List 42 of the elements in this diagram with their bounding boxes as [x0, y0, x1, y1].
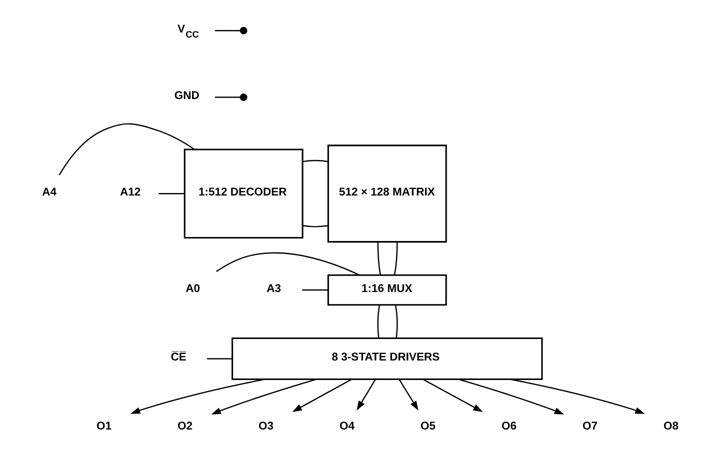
node-text: O3 — [258, 420, 274, 432]
node-box: 1:16 MUX — [327, 274, 447, 306]
connector — [214, 30, 240, 32]
node-box: 1:512 DECODER — [184, 148, 304, 238]
arrow — [422, 378, 483, 412]
connector — [302, 289, 328, 291]
node-text: O7 — [582, 420, 598, 432]
connector — [216, 252, 360, 276]
node-text: O6 — [502, 420, 517, 432]
node-text: A3 — [266, 282, 282, 295]
connector — [377, 305, 380, 338]
node-text: V$_{CC}$ — [177, 23, 199, 40]
node-text: O8 — [664, 420, 679, 432]
arrow — [211, 378, 317, 414]
arrow — [510, 378, 645, 414]
arrow — [356, 379, 376, 411]
node-text: O2 — [177, 420, 192, 432]
connector — [394, 242, 398, 275]
node-text: O4 — [339, 420, 355, 432]
connector — [58, 123, 195, 176]
node-text: O5 — [420, 420, 436, 432]
node-text: A0 — [186, 282, 200, 295]
node-text: O1 — [96, 420, 112, 432]
connector — [214, 96, 240, 98]
connector — [158, 193, 184, 194]
arrow — [458, 378, 564, 414]
node-circle — [240, 26, 248, 34]
node-text: A12 — [120, 186, 141, 198]
arrow — [292, 378, 352, 412]
connector — [302, 225, 328, 228]
arrow — [398, 379, 418, 411]
node-box: 8 3-STATE DRIVERS — [232, 337, 543, 380]
connector — [377, 242, 381, 275]
node-text: GND — [174, 90, 200, 102]
connector — [394, 305, 398, 338]
node-text: C̅E̅ — [170, 352, 186, 364]
connector — [207, 358, 232, 360]
arrow — [130, 378, 266, 414]
node-box: 512 × 128 MATRIX — [327, 144, 447, 243]
node-circle — [240, 94, 248, 101]
node-text: A4 — [42, 186, 57, 198]
connector — [302, 160, 328, 162]
